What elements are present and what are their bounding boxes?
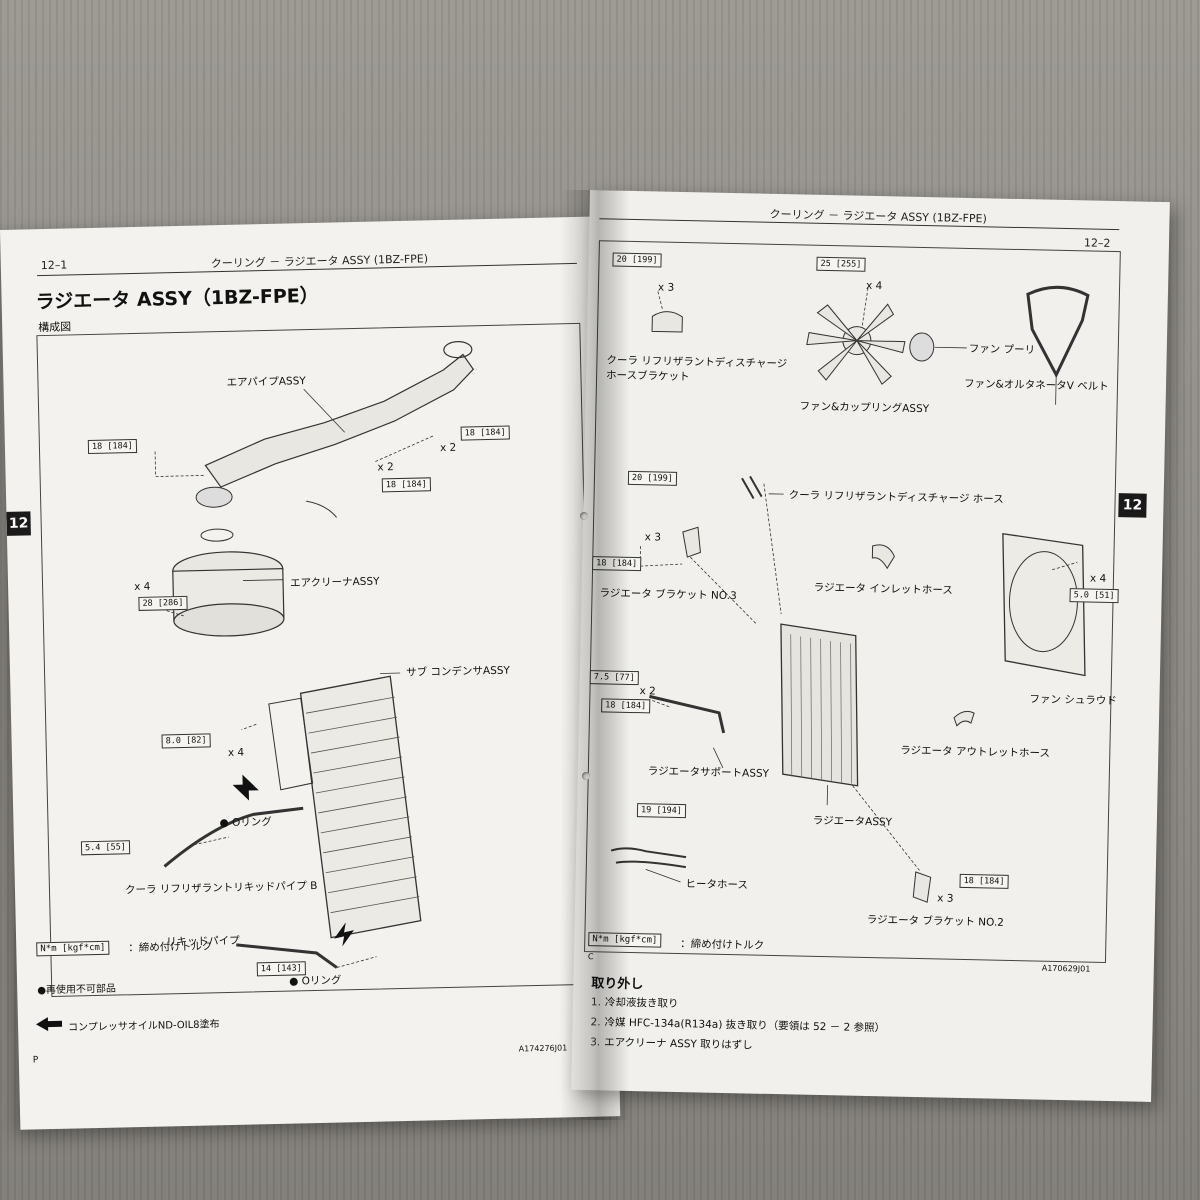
label-inlet-hose: ラジエータ インレットホース: [813, 581, 953, 597]
right-torque-box-8: 19 [194]: [636, 803, 687, 819]
label-o-ring-2-text: Oリング: [301, 974, 342, 988]
procedure-title: 取り外し: [591, 976, 644, 993]
right-torque-box-7: 18 [184]: [601, 698, 651, 714]
condenser-frame: [299, 675, 422, 939]
left-figure-id: A174276J01: [518, 1043, 568, 1054]
left-diagram-drawing: [36, 341, 475, 1032]
procedure-step-3-num: 3.: [590, 1036, 601, 1049]
right-torque-box-3: 20 [199]: [627, 470, 678, 486]
label-bracket-no2: ラジエータ ブラケット NO.2: [866, 913, 1005, 929]
torque-box-6: 5.4 [55]: [80, 840, 131, 856]
air-pipe-shape: [204, 353, 475, 488]
label-fan-pulley: ファン プーリ: [968, 342, 1036, 357]
label-fan-belt: ファン&オルタネータV ベルト: [963, 377, 1109, 393]
count-1: x 2: [439, 441, 457, 455]
legend-unit-box: N*m [kgf*cm]: [36, 940, 110, 957]
label-bracket-no3: ラジエータ ブラケット NO.3: [599, 587, 737, 603]
inlet-hose-shape: [871, 544, 895, 570]
bracket-no2-shape: [912, 871, 932, 903]
bracket-no3-shape: [682, 526, 701, 558]
condenser-bracket: [268, 697, 314, 791]
label-radiator-support: ラジエータサポートASSY: [647, 765, 770, 780]
right-count-4: x 4: [1089, 572, 1107, 585]
right-count-6: x 3: [937, 892, 954, 905]
right-corner-letter: C: [587, 952, 594, 962]
label-o-ring-1-text: Oリング: [231, 815, 272, 829]
radiator-support-shape: [649, 694, 726, 734]
fan-pulley-shape: [909, 332, 935, 362]
label-air-cleaner: エアクリーナASSY: [289, 575, 380, 590]
torque-box-5: 8.0 [82]: [161, 733, 211, 749]
discharge-bracket-shape: [651, 311, 683, 333]
label-heater-hose: ヒータホース: [685, 878, 749, 892]
right-count-3: x 3: [644, 531, 662, 544]
liquid-pipe: [236, 943, 338, 969]
torque-box-1: 18 [184]: [87, 438, 138, 455]
right-legend-unit-text: ：締め付けトルク: [680, 938, 765, 952]
legend-non-reusable: ●再使用不可部品: [37, 983, 117, 997]
o-ring-arrow-1: [232, 774, 259, 801]
legend-unit-text: ：締め付けトルク: [128, 940, 213, 955]
air-cleaner-bottom: [173, 603, 285, 637]
right-diagram-drawing: [610, 285, 1090, 903]
torque-box-2: 18 [184]: [460, 425, 510, 441]
fan-shape: [806, 303, 906, 385]
label-air-pipe: エアパイプASSY: [226, 375, 306, 389]
procedure-step-1-text: 冷却液抜き取り: [604, 996, 679, 1011]
left-corner-letter: P: [32, 1055, 39, 1066]
count-2: x 2: [377, 461, 394, 474]
count-3: x 4: [133, 580, 151, 594]
right-torque-box-1: 20 [199]: [612, 252, 662, 268]
fan-belt-shape: [1026, 285, 1090, 379]
right-figure-id: A170629J01: [1041, 963, 1091, 974]
label-discharge-bracket: クーラ リフリザラントディスチャージ ホースブラケット: [605, 354, 788, 384]
label-outlet-hose: ラジエータ アウトレットホース: [900, 744, 1051, 760]
binding-hole-top: [580, 512, 588, 520]
radiator-core: [780, 623, 859, 787]
right-count-2: x 4: [865, 279, 883, 293]
right-torque-box-9: 18 [184]: [959, 873, 1009, 889]
procedure-step-1-num: 1.: [590, 996, 602, 1009]
air-cleaner-ring: [200, 528, 234, 542]
outlet-hose-shape: [953, 710, 975, 727]
procedure-step-2-num: 2.: [590, 1016, 601, 1029]
label-fan-coupling: ファン&カップリングASSY: [799, 400, 930, 416]
right-legend-unit-box: N*m [kgf*cm]: [588, 932, 662, 948]
label-fan-shroud: ファン シュラウド: [1029, 693, 1117, 708]
air-pipe-clamp: [195, 486, 233, 508]
radiator-fins: [790, 634, 852, 784]
right-torque-box-6: 7.5 [77]: [589, 670, 639, 686]
label-radiator: ラジエータASSY: [812, 814, 893, 829]
air-pipe-end: [443, 341, 473, 359]
binding-hole-bottom: [582, 772, 590, 780]
torque-box-7: 14 [143]: [256, 961, 306, 977]
torque-box-3: 18 [184]: [381, 477, 431, 493]
o-ring-arrow-2: [334, 922, 354, 947]
right-count-5: x 2: [639, 685, 656, 698]
procedure-step-1: 1.冷却液抜き取り: [591, 994, 679, 1011]
condenser-fins: [305, 696, 420, 914]
right-torque-box-5: 5.0 [51]: [1069, 588, 1119, 604]
discharge-hose-shape: [741, 475, 763, 499]
air-pipe-wire: [306, 500, 337, 518]
torque-box-4: 28 [286]: [138, 595, 188, 611]
count-4: x 4: [227, 746, 245, 759]
legend-arrow: [36, 1017, 63, 1032]
liquid-pipe-b: [163, 806, 304, 868]
label-sub-condenser: サブ コンデンサASSY: [406, 664, 511, 679]
heater-hose-shape: [610, 847, 687, 869]
procedure-step-3-text: エアクリーナ ASSY 取りはずし: [604, 1036, 753, 1052]
label-o-ring-1: ● Oリング: [219, 815, 272, 830]
right-count-1: x 3: [657, 281, 675, 294]
right-torque-box-4: 18 [184]: [592, 556, 642, 572]
right-page: クーリング － ラジエータ ASSY (1BZ-FPE) 12–2 12: [571, 190, 1170, 1102]
left-page: 12–1 クーリング － ラジエータ ASSY (1BZ-FPE) ラジエータ …: [0, 216, 621, 1130]
right-torque-box-2: 25 [255]: [816, 256, 866, 272]
fan-shroud-shape: [1002, 532, 1086, 677]
